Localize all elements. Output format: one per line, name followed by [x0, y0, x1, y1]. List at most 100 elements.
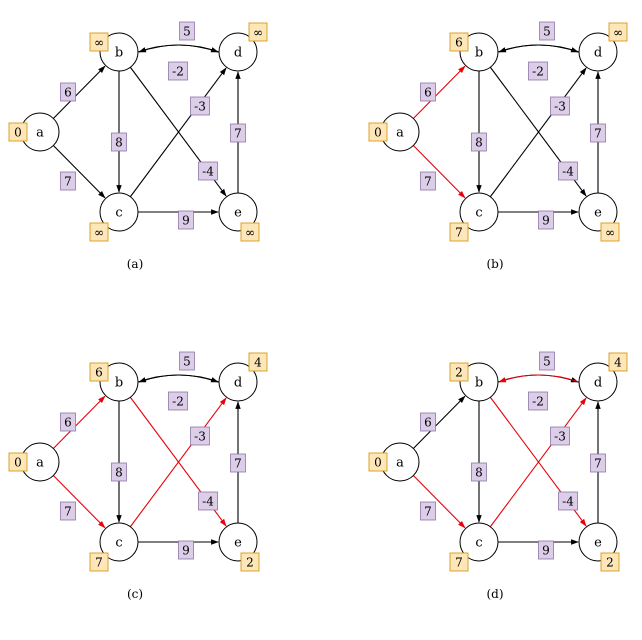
distance-label-d: 4	[254, 356, 262, 370]
node-label-b: b	[115, 46, 123, 61]
panel-caption: (c)	[127, 587, 143, 601]
node-label-d: d	[594, 46, 602, 61]
distance-box-b	[89, 32, 109, 52]
weight-box-a-b	[60, 412, 76, 432]
distance-box-b	[449, 32, 469, 52]
node-label-c: c	[115, 206, 122, 221]
weight-box-e-d	[230, 453, 246, 473]
distance-box-e	[240, 222, 260, 242]
weight-label-c-e: 9	[542, 544, 550, 558]
weight-box-c-e	[178, 210, 194, 230]
weight-box-b-d	[539, 351, 555, 371]
node-c	[459, 522, 499, 562]
weight-label-a-c: 7	[424, 505, 432, 519]
weight-box-a-b	[420, 412, 436, 432]
weight-label-d-b: -2	[172, 65, 184, 79]
node-label-c: c	[115, 536, 122, 551]
weight-label-b-e: -4	[562, 165, 574, 179]
weight-label-b-e: -4	[202, 495, 214, 509]
node-e	[578, 192, 618, 232]
weight-box-a-c	[60, 171, 76, 191]
distance-label-b: 6	[95, 366, 103, 380]
weight-box-b-d	[179, 21, 195, 41]
panel-caption: (d)	[486, 587, 503, 601]
edge-a-b	[412, 395, 466, 449]
weight-box-c-d	[190, 96, 210, 116]
distance-label-c: ∞	[94, 226, 104, 240]
weight-box-b-e	[558, 491, 578, 511]
weight-label-c-d: -3	[554, 430, 566, 444]
weight-label-b-e: -4	[562, 495, 574, 509]
edge-a-c	[412, 475, 466, 529]
weight-label-b-d: 5	[183, 25, 191, 39]
weight-box-c-d	[550, 96, 570, 116]
weight-box-b-e	[558, 161, 578, 181]
weight-label-b-e: -4	[202, 165, 214, 179]
edge-a-c	[52, 475, 106, 529]
weight-label-a-b: 6	[424, 86, 432, 100]
node-label-a: a	[396, 456, 404, 471]
distance-label-c: 7	[455, 226, 463, 240]
node-e	[578, 522, 618, 562]
weight-box-c-d	[550, 426, 570, 446]
distance-box-d	[248, 22, 268, 42]
weight-label-b-c: 8	[115, 136, 123, 150]
weight-label-b-c: 8	[475, 136, 483, 150]
distance-label-a: 0	[374, 126, 382, 140]
distance-box-d	[608, 22, 628, 42]
weight-label-a-c: 7	[64, 175, 72, 189]
node-d	[578, 32, 618, 72]
weight-box-b-c	[111, 462, 127, 482]
distance-box-b	[89, 362, 109, 382]
distance-box-b	[449, 362, 469, 382]
weight-label-d-b: -2	[172, 395, 184, 409]
weight-label-c-d: -3	[554, 100, 566, 114]
node-label-a: a	[396, 126, 404, 141]
weight-box-e-d	[590, 123, 606, 143]
distance-label-b: 6	[455, 36, 463, 50]
distance-box-d	[608, 352, 628, 372]
weight-box-e-d	[230, 123, 246, 143]
weight-label-e-d: 7	[594, 127, 602, 141]
weight-label-b-c: 8	[115, 466, 123, 480]
distance-label-d: 4	[614, 356, 622, 370]
weight-box-b-c	[111, 132, 127, 152]
panel-caption: (a)	[127, 257, 144, 271]
node-label-b: b	[115, 376, 123, 391]
weight-label-b-d: 5	[183, 355, 191, 369]
weight-box-b-e	[198, 491, 218, 511]
node-d	[218, 32, 258, 72]
distance-box-c	[449, 222, 469, 242]
node-label-e: e	[234, 206, 242, 221]
node-label-a: a	[36, 456, 44, 471]
node-b	[459, 362, 499, 402]
weight-box-c-e	[538, 540, 554, 560]
distance-box-e	[600, 222, 620, 242]
distance-box-a	[8, 452, 28, 472]
weight-box-b-c	[471, 462, 487, 482]
node-d	[578, 362, 618, 402]
node-label-b: b	[475, 46, 483, 61]
weight-box-d-b	[168, 61, 188, 81]
distance-label-a: 0	[374, 456, 382, 470]
weight-label-e-d: 7	[594, 457, 602, 471]
weight-box-c-e	[178, 540, 194, 560]
edge-d-b	[138, 44, 220, 53]
node-label-d: d	[234, 376, 242, 391]
distance-label-c: 7	[455, 556, 463, 570]
node-label-c: c	[475, 536, 482, 551]
weight-label-c-e: 9	[542, 214, 550, 228]
node-d	[218, 362, 258, 402]
weight-label-a-b: 6	[64, 86, 72, 100]
weight-label-e-d: 7	[234, 127, 242, 141]
weight-box-c-d	[190, 426, 210, 446]
distance-label-a: 0	[14, 456, 22, 470]
distance-box-c	[89, 552, 109, 572]
distance-box-c	[449, 552, 469, 572]
node-b	[99, 362, 139, 402]
weight-box-a-c	[420, 501, 436, 521]
distance-label-e: 2	[246, 556, 254, 570]
distance-label-b: 2	[455, 366, 463, 380]
